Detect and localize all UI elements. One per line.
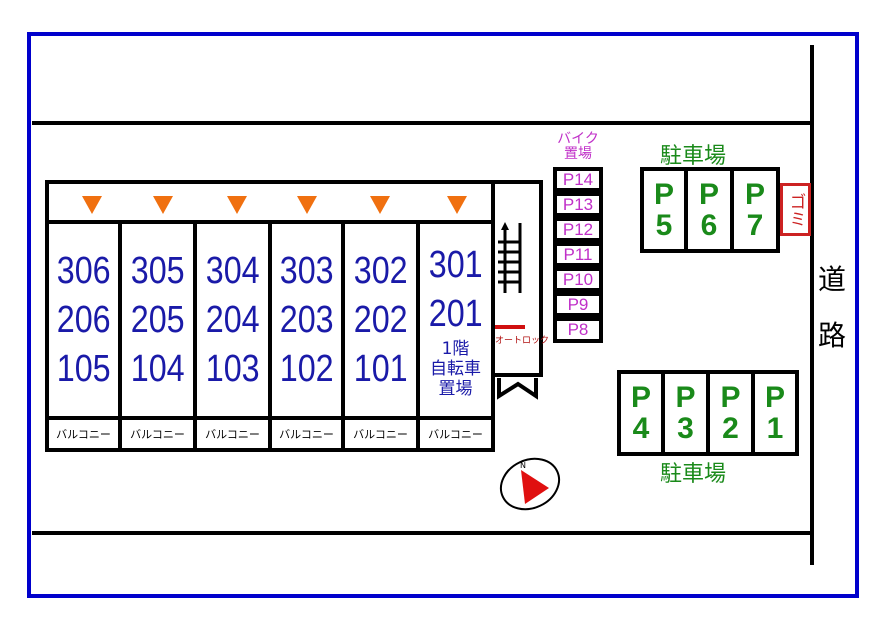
parking-space-p: P [630, 381, 651, 414]
stairs-icon [498, 222, 522, 293]
room-number: 306 [56, 249, 111, 292]
autolock-label: オートロック [495, 336, 550, 346]
road-label: 道路 [818, 252, 846, 364]
balcony: バルコニー [416, 416, 495, 452]
parking-title-top: 駐車場 [660, 144, 727, 169]
autolock-door [495, 325, 525, 329]
parking-space-p: P [698, 178, 719, 211]
unit-column: 306 206 105 [45, 220, 122, 420]
bike-stall: P13 [553, 192, 603, 217]
parking-space-p: P [764, 381, 785, 414]
corridor [45, 180, 495, 224]
room-number: 203 [279, 298, 334, 341]
room-number: 206 [56, 298, 111, 341]
unit-column: 305 205 104 [118, 220, 197, 420]
bike-parking-title: バイク置場 [543, 132, 613, 162]
parking-space-number: 3 [677, 412, 694, 445]
bicycle-parking-label: 置場 [438, 379, 473, 399]
entrance-marker [82, 196, 102, 214]
unit-column: 304 204 103 [193, 220, 272, 420]
outer-border [27, 32, 859, 598]
compass-icon: N [499, 457, 561, 511]
balcony: バルコニー [341, 416, 420, 452]
room-number: 104 [130, 347, 185, 390]
entrance-door-icon [497, 378, 538, 400]
bike-stall: P14 [553, 167, 603, 192]
unit-column: 301 201 1階自転車置場 [416, 220, 495, 420]
road-edge-bottom [32, 531, 814, 535]
parking-space-number: 4 [632, 412, 650, 445]
unit-column: 303 203 102 [268, 220, 345, 420]
entrance-marker [153, 196, 173, 214]
bike-stall: P8 [553, 317, 603, 343]
room-number: 103 [205, 347, 260, 390]
road-edge-right [810, 45, 814, 565]
balcony: バルコニー [268, 416, 345, 452]
bike-stall: P11 [553, 242, 603, 267]
parking-space-number: 1 [766, 412, 784, 445]
entrance-marker [370, 196, 390, 214]
room-number: 204 [205, 298, 260, 341]
parking-space-number: 6 [700, 209, 718, 242]
road-label-line: 道 [818, 263, 847, 296]
bicycle-parking-label: 自転車 [430, 359, 481, 379]
bike-stall: P9 [553, 292, 603, 317]
room-number: 305 [130, 249, 185, 292]
stair-wall [493, 180, 543, 184]
bicycle-parking-label: 1階 [441, 339, 470, 359]
garbage-label: ゴミ [785, 192, 806, 227]
parking-space-p: P [675, 381, 696, 414]
entrance-marker [447, 196, 467, 214]
bike-stall: P10 [553, 267, 603, 292]
room-number: 205 [130, 298, 185, 341]
balcony: バルコニー [45, 416, 122, 452]
room-number: 302 [353, 249, 408, 292]
balcony: バルコニー [193, 416, 272, 452]
bike-parking-title-line: 置場 [564, 146, 592, 162]
parking-space-number: 5 [655, 209, 673, 242]
room-number: 303 [279, 249, 334, 292]
room-number: 301 [428, 244, 483, 286]
balcony: バルコニー [118, 416, 197, 452]
stair-wall [539, 180, 543, 377]
parking-space-p: P [653, 178, 674, 211]
road-edge-top [32, 121, 814, 125]
parking-space-number: 2 [722, 412, 739, 445]
room-number: 101 [353, 347, 408, 390]
parking-space-p: P [744, 178, 765, 211]
room-number: 304 [205, 249, 260, 292]
room-number: 202 [353, 298, 408, 341]
bike-stall: P12 [553, 217, 603, 242]
room-number: 201 [428, 293, 483, 335]
compass-north-label: N [520, 461, 526, 470]
unit-column: 302 202 101 [341, 220, 420, 420]
bike-parking-title-line: バイク [557, 131, 599, 147]
parking-space-number: 7 [746, 209, 764, 242]
garbage-area: ゴミ [780, 183, 811, 236]
entrance-marker [297, 196, 317, 214]
parking-title-bottom: 駐車場 [660, 462, 727, 487]
room-number: 105 [56, 347, 111, 390]
stair-wall [493, 373, 543, 377]
entrance-marker [227, 196, 247, 214]
road-label-line: 路 [818, 319, 847, 352]
room-number: 102 [279, 347, 334, 390]
parking-space-p: P [720, 381, 741, 414]
